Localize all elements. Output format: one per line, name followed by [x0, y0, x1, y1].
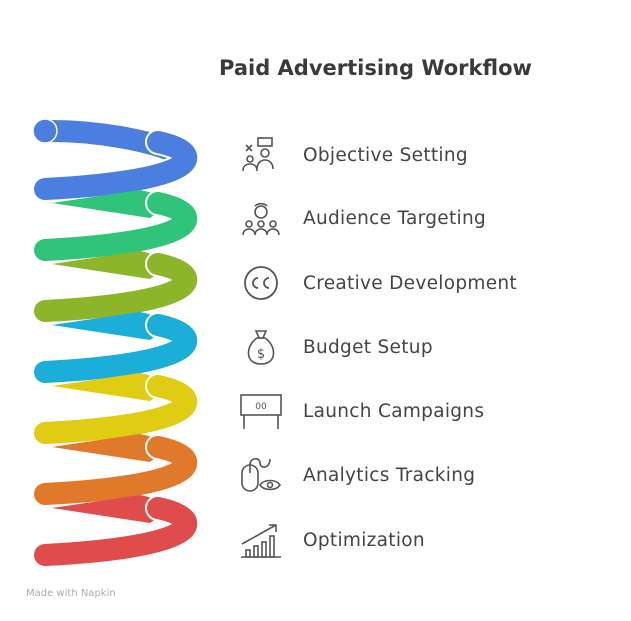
step-label: Launch Campaigns	[303, 400, 485, 422]
coil-back-segment	[52, 312, 168, 340]
coil-back-segment	[52, 495, 168, 523]
coil-back-segment	[52, 190, 168, 218]
step-optimization: Optimization	[238, 520, 425, 560]
creative-commons-icon	[244, 266, 278, 300]
coil-end-cap	[32, 118, 58, 144]
step-label: Analytics Tracking	[303, 464, 476, 486]
coil-front-segment	[34, 375, 198, 444]
billboard-icon: 00	[240, 394, 282, 429]
coil-front-segment	[34, 192, 198, 261]
coil-front-segment	[34, 314, 198, 383]
step-label: Creative Development	[303, 272, 517, 294]
objective-icon	[242, 137, 274, 172]
step-budget-setup: $ Budget Setup	[238, 327, 433, 367]
coil-back-segment	[52, 373, 168, 401]
step-label: Optimization	[303, 529, 425, 551]
step-label: Objective Setting	[303, 144, 468, 166]
coil-back-segment	[52, 434, 168, 462]
diagram-title: Paid Advertising Workflow	[219, 56, 532, 80]
mouse-eye-icon	[241, 457, 281, 492]
coil-front-segment	[34, 131, 198, 200]
step-label: Audience Targeting	[303, 207, 487, 229]
step-audience-targeting: Audience Targeting	[238, 198, 486, 238]
coil-back-segment	[52, 251, 168, 279]
step-label: Budget Setup	[303, 336, 433, 358]
step-objective-setting: Objective Setting	[238, 135, 468, 175]
svg-text:00: 00	[255, 402, 267, 412]
step-analytics-tracking: Analytics Tracking	[238, 455, 475, 495]
footer-credit: Made with Napkin	[26, 588, 116, 599]
audience-icon	[242, 202, 280, 236]
coil-front-segment	[34, 253, 198, 322]
coil-front-segment	[34, 497, 198, 566]
step-creative-development: Creative Development	[238, 263, 517, 303]
growth-chart-icon	[241, 524, 281, 558]
coil-front-segment	[34, 436, 198, 505]
money-bag-icon: $	[247, 330, 275, 365]
svg-text:$: $	[257, 347, 265, 362]
step-launch-campaigns: 00 Launch Campaigns	[238, 391, 484, 431]
